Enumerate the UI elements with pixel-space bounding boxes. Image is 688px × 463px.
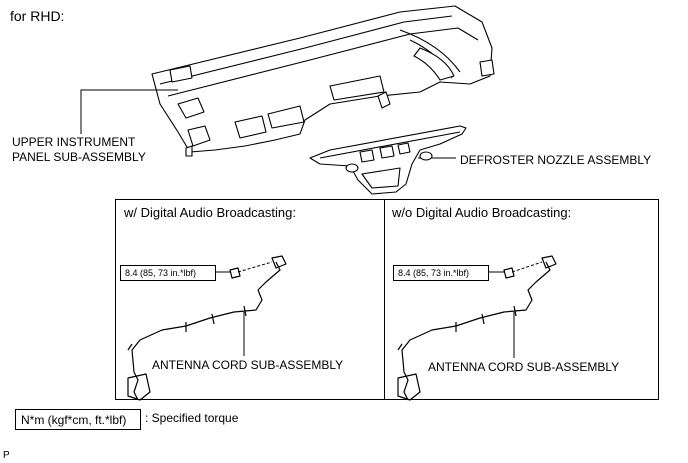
upper-panel-label-line2: PANEL SUB-ASSEMBLY: [12, 150, 146, 164]
torque-leader-right: [511, 261, 543, 273]
illustration-code: P: [3, 450, 10, 461]
legend-description: : Specified torque: [145, 411, 239, 425]
upper-panel-label-line1: UPPER INSTRUMENT: [12, 135, 136, 149]
variant-label: for RHD:: [10, 8, 65, 24]
defroster-nozzle-label: DEFROSTER NOZZLE ASSEMBLY: [460, 153, 652, 167]
antenna-cord-label-right: ANTENNA CORD SUB-ASSEMBLY: [428, 360, 620, 374]
torque-spec-left: 8.4 (85, 73 in.*lbf): [120, 265, 216, 281]
panel-with-dab-title: w/ Digital Audio Broadcasting:: [124, 205, 296, 220]
antenna-cord-drawing-left: [127, 255, 287, 401]
panel-without-dab-title: w/o Digital Audio Broadcasting:: [392, 205, 572, 220]
panel-without-dab: [384, 199, 659, 400]
defroster-nozzle-drawing: [309, 125, 467, 195]
upper-instrument-panel-drawing: [151, 5, 495, 157]
antenna-cord-label-left: ANTENNA CORD SUB-ASSEMBLY: [152, 358, 344, 372]
legend-unit-box: N*m (kgf*cm, ft.*lbf): [15, 409, 141, 430]
antenna-cord-drawing-right: [397, 255, 557, 401]
torque-leader-left: [237, 261, 273, 273]
torque-spec-right: 8.4 (85, 73 in.*lbf): [393, 265, 489, 281]
